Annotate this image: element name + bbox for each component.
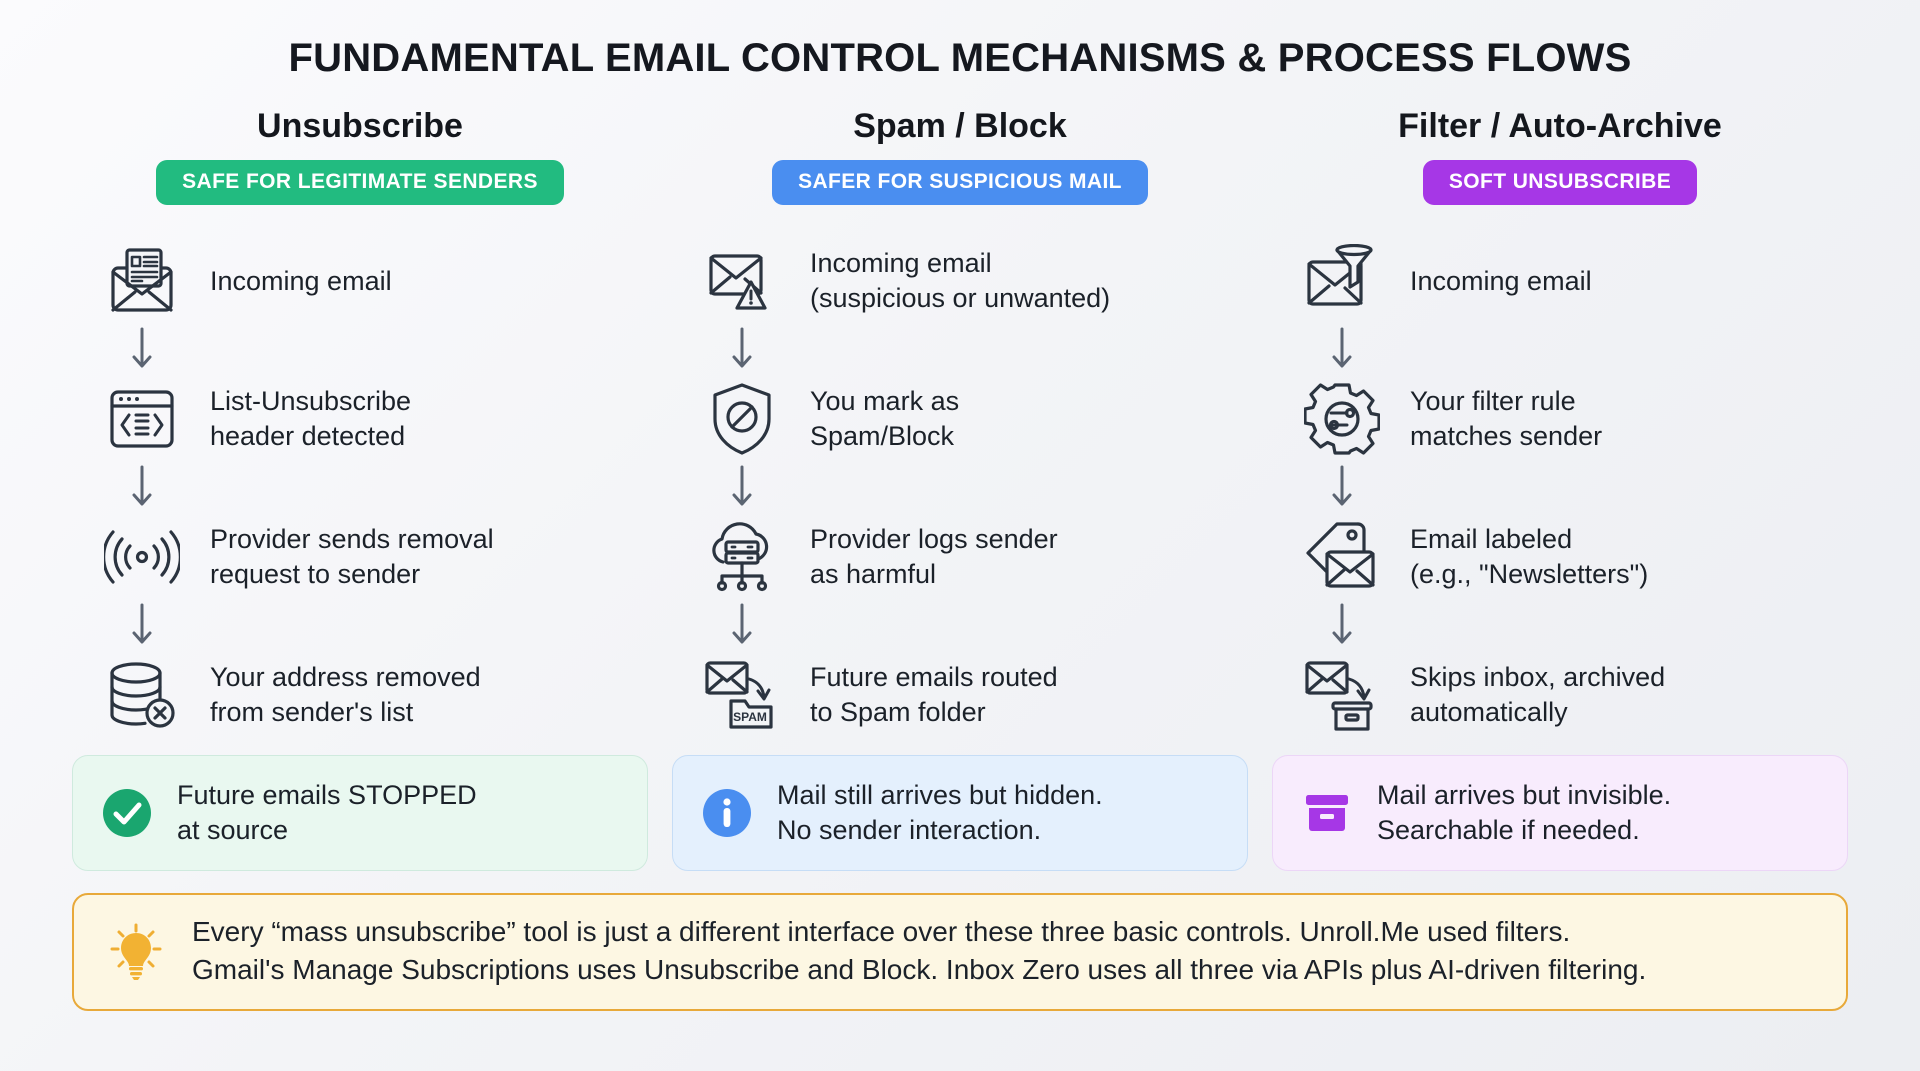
page-title: FUNDAMENTAL EMAIL CONTROL MECHANISMS & P… xyxy=(288,36,1632,80)
flow-arrow-down-icon xyxy=(700,461,784,515)
step-email-labeled: Email labeled (e.g., "Newsletters") xyxy=(1300,515,1648,599)
newsletter-envelope-icon xyxy=(100,239,184,323)
step-incoming-email-filter: Incoming email xyxy=(1300,239,1592,323)
step-incoming-suspicious-email: Incoming email (suspicious or unwanted) xyxy=(700,239,1110,323)
badge-safer-for-suspicious-mail: SAFER FOR SUSPICIOUS MAIL xyxy=(772,160,1148,205)
step-label: Provider sends removal request to sender xyxy=(210,524,494,589)
step-label: Future emails routed to Spam folder xyxy=(810,662,1058,727)
column-title-filter-auto-archive: Filter / Auto-Archive xyxy=(1398,107,1722,145)
badge-safe-for-legitimate-senders: SAFE FOR LEGITIMATE SENDERS xyxy=(156,160,564,205)
outcome-unsubscribe: Future emails STOPPED at source xyxy=(72,755,648,872)
step-provider-sends-removal: Provider sends removal request to sender xyxy=(100,515,494,599)
outcome-label: Mail still arrives but hidden. No sender… xyxy=(777,780,1103,846)
database-remove-icon xyxy=(100,653,184,737)
step-label: Your filter rule matches sender xyxy=(1410,386,1603,451)
column-spam-block: Spam / Block SAFER FOR SUSPICIOUS MAIL xyxy=(672,107,1248,737)
step-label: Incoming email (suspicious or unwanted) xyxy=(810,248,1111,313)
column-title-unsubscribe: Unsubscribe xyxy=(257,107,463,145)
steps-unsubscribe: Incoming email xyxy=(72,239,648,737)
step-label: Your address removed from sender's list xyxy=(210,662,481,727)
broadcast-signal-icon xyxy=(100,515,184,599)
step-list-unsubscribe-header: List-Unsubscribe header detected xyxy=(100,377,411,461)
step-label: Incoming email xyxy=(210,265,392,296)
info-circle-icon xyxy=(699,785,755,841)
steps-spam-block: Incoming email (suspicious or unwanted) xyxy=(672,239,1248,737)
flow-arrow-down-icon xyxy=(700,599,784,653)
flow-arrow-down-icon xyxy=(1300,599,1384,653)
outcome-filter-auto-archive: Mail arrives but invisible. Searchable i… xyxy=(1272,755,1848,872)
svg-text:SPAM: SPAM xyxy=(733,710,767,724)
archive-box-icon xyxy=(1299,785,1355,841)
step-filter-rule-matches: Your filter rule matches sender xyxy=(1300,377,1602,461)
badge-soft-unsubscribe: SOFT UNSUBSCRIBE xyxy=(1422,160,1698,205)
column-unsubscribe: Unsubscribe SAFE FOR LEGITIMATE SENDERS xyxy=(72,107,648,737)
outcome-boxes: Future emails STOPPED at source Mail sti… xyxy=(56,755,1864,872)
step-address-removed: Your address removed from sender's list xyxy=(100,653,481,737)
lightbulb-icon xyxy=(104,919,168,983)
outcome-spam-block: Mail still arrives but hidden. No sender… xyxy=(672,755,1248,872)
flow-arrow-down-icon xyxy=(700,323,784,377)
check-circle-icon xyxy=(99,785,155,841)
step-you-mark-as-spam: You mark as Spam/Block xyxy=(700,377,959,461)
flow-arrow-down-icon xyxy=(1300,461,1384,515)
shield-block-icon xyxy=(700,377,784,461)
outcome-label: Mail arrives but invisible. Searchable i… xyxy=(1377,780,1672,846)
flow-arrow-down-icon xyxy=(1300,323,1384,377)
column-title-spam-block: Spam / Block xyxy=(853,107,1067,145)
flow-columns: Unsubscribe SAFE FOR LEGITIMATE SENDERS xyxy=(56,107,1864,737)
step-skips-inbox-archived: Skips inbox, archived automatically xyxy=(1300,653,1665,737)
envelope-funnel-icon xyxy=(1300,239,1384,323)
flow-arrow-down-icon xyxy=(100,461,184,515)
step-routed-to-spam-folder: SPAM Future emails routed to Spam folder xyxy=(700,653,1058,737)
callout-label: Every “mass unsubscribe” tool is just a … xyxy=(192,916,1647,986)
envelope-to-archive-icon xyxy=(1300,653,1384,737)
envelope-warning-icon xyxy=(700,239,784,323)
envelope-to-spam-folder-icon: SPAM xyxy=(700,653,784,737)
step-label: You mark as Spam/Block xyxy=(810,386,960,451)
flow-arrow-down-icon xyxy=(100,323,184,377)
step-provider-logs-sender: Provider logs sender as harmful xyxy=(700,515,1058,599)
code-window-icon xyxy=(100,377,184,461)
step-incoming-email: Incoming email xyxy=(100,239,392,323)
outcome-label: Future emails STOPPED at source xyxy=(177,780,477,846)
step-label: Provider logs sender as harmful xyxy=(810,524,1058,589)
tag-envelope-icon xyxy=(1300,515,1384,599)
cloud-server-icon xyxy=(700,515,784,599)
step-label: Skips inbox, archived automatically xyxy=(1410,662,1666,727)
footer-callout: Every “mass unsubscribe” tool is just a … xyxy=(72,893,1848,1012)
step-label: Email labeled (e.g., "Newsletters") xyxy=(1410,524,1649,589)
column-filter-auto-archive: Filter / Auto-Archive SOFT UNSUBSCRIBE I… xyxy=(1272,107,1848,737)
flow-arrow-down-icon xyxy=(100,599,184,653)
gear-sliders-icon xyxy=(1300,377,1384,461)
step-label: Incoming email xyxy=(1410,265,1592,296)
steps-filter-auto-archive: Incoming email xyxy=(1272,239,1848,737)
step-label: List-Unsubscribe header detected xyxy=(210,386,412,451)
